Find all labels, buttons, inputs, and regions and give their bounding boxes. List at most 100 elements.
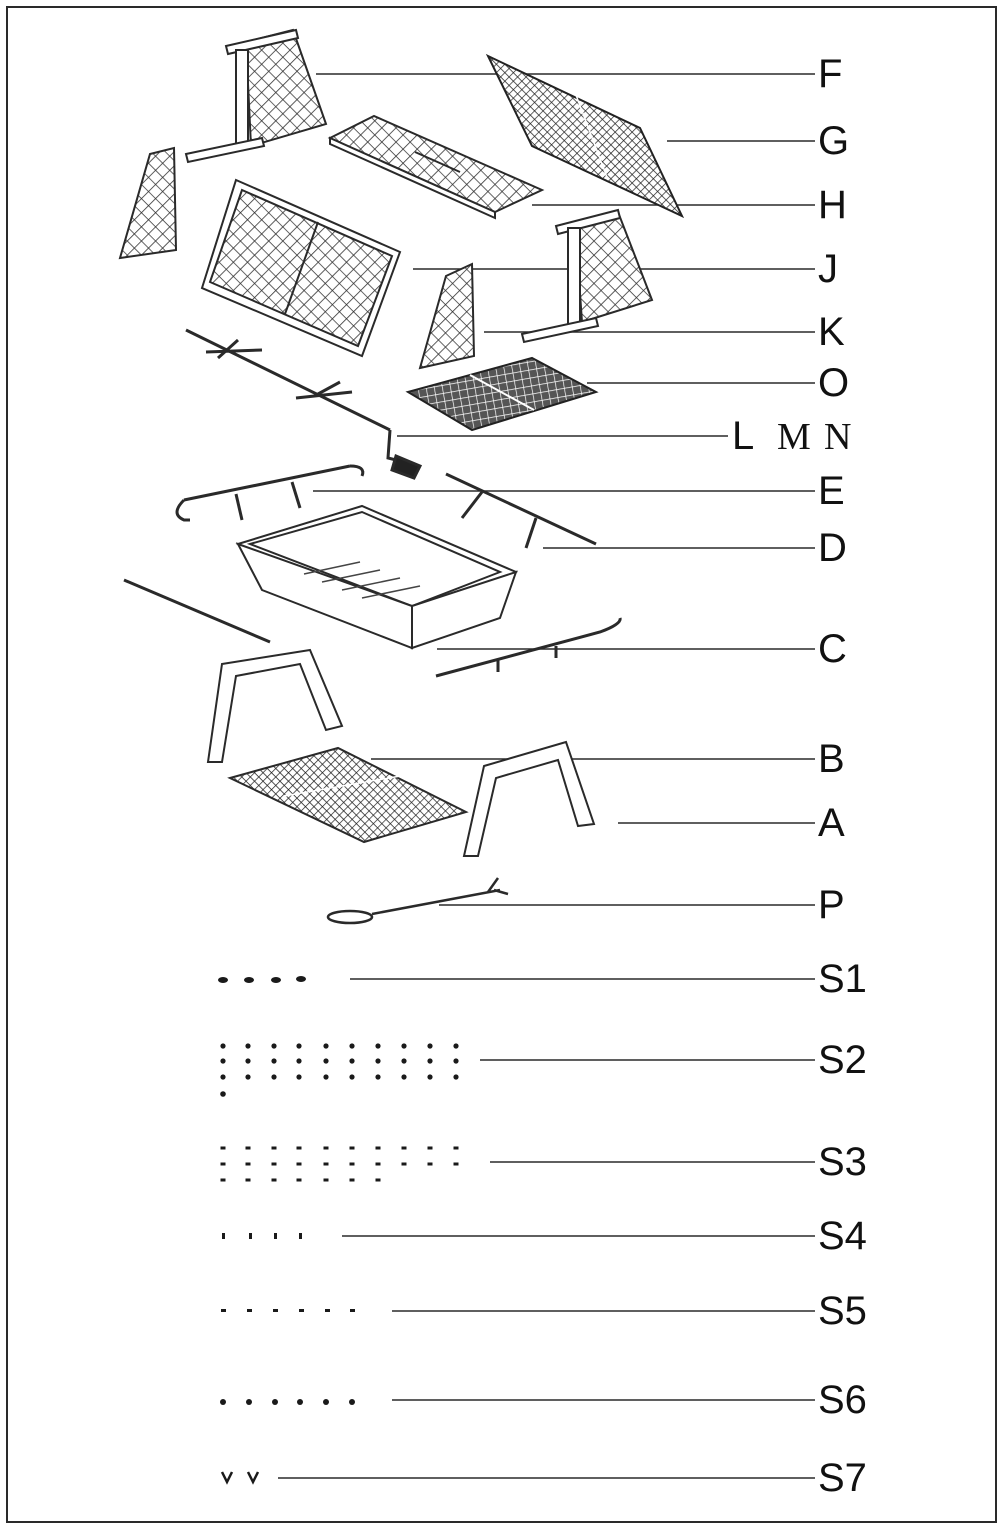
part-f-end-panel: [184, 28, 328, 164]
hardware-dot: [271, 1074, 277, 1080]
part-h-top-grill: [327, 114, 545, 220]
hardware-dot: [323, 1074, 329, 1080]
label-s4: S4: [818, 1214, 867, 1258]
hardware-dot: [245, 1162, 251, 1166]
hardware-dot: [401, 1162, 407, 1166]
hardware-dot: [453, 1058, 459, 1064]
hardware-dot: [220, 1058, 226, 1064]
hardware-dot: [427, 1162, 433, 1166]
label-p: P: [818, 883, 845, 927]
hardware-dot: [323, 1146, 329, 1150]
hardware-dot: [453, 1162, 459, 1166]
hardware-dot: [271, 1146, 277, 1150]
label-s1: S1: [818, 957, 867, 1001]
part-g-lid-panel: [485, 53, 685, 219]
hardware-dot: [296, 1178, 302, 1182]
part-c-lower-rails: [123, 578, 622, 678]
hardware-dot: [323, 1058, 329, 1064]
hardware-dot: [296, 1058, 302, 1064]
part-p-poker: [326, 877, 509, 925]
label-n: N: [824, 416, 852, 458]
label-s2: S2: [818, 1038, 867, 1082]
label-m: M: [777, 416, 811, 458]
hardware-dot: [427, 1074, 433, 1080]
hardware-dot: [375, 1058, 381, 1064]
label-o: O: [818, 361, 850, 405]
part-b-bottom-shelf: [227, 746, 469, 844]
label-e: E: [818, 469, 845, 513]
leader-lines: [278, 73, 815, 1479]
hardware-dot: [323, 1162, 329, 1166]
hardware-s3: [220, 1146, 459, 1182]
part-side-triangle-left: [118, 146, 178, 260]
hardware-dot: [296, 1043, 302, 1049]
hardware-dot: [349, 1162, 355, 1166]
hardware-s2: [220, 1043, 459, 1097]
part-e-top-rail: [175, 464, 365, 522]
hardware-dot: [296, 1162, 302, 1166]
hardware-dot: [349, 1146, 355, 1150]
part-o-charcoal-grate: [405, 356, 599, 432]
hardware-dot: [296, 1146, 302, 1150]
hardware-dot: [453, 1074, 459, 1080]
hardware-dot: [349, 1058, 355, 1064]
part-d-top-rail: [445, 472, 597, 549]
part-a-legs: [206, 648, 596, 857]
label-j: J: [818, 247, 838, 291]
hardware-dot: [375, 1074, 381, 1080]
label-g: G: [818, 119, 850, 163]
hardware-dot: [453, 1043, 459, 1049]
label-s3: S3: [818, 1140, 867, 1184]
hardware-dot: [220, 1074, 226, 1080]
hardware-s5: [221, 1309, 355, 1312]
label-l: L: [732, 414, 755, 458]
label-h: H: [818, 183, 847, 227]
hardware-dot: [375, 1178, 381, 1182]
label-s6: S6: [818, 1378, 867, 1422]
hardware-s1: [218, 976, 306, 983]
hardware-dot: [296, 1074, 302, 1080]
hardware-dot: [375, 1162, 381, 1166]
label-c: C: [818, 627, 847, 671]
hardware-dot: [220, 1162, 226, 1166]
hardware-dot: [220, 1091, 226, 1097]
hardware-dot: [323, 1043, 329, 1049]
label-d: D: [818, 526, 847, 570]
hardware-s4: [222, 1233, 302, 1239]
label-s7: S7: [818, 1456, 867, 1500]
hardware-dot: [375, 1043, 381, 1049]
label-k: K: [818, 310, 845, 354]
hardware-dot: [245, 1178, 251, 1182]
hardware-dot: [375, 1146, 381, 1150]
part-l-m-n-spit-rod: [185, 328, 423, 480]
label-a: A: [818, 801, 845, 845]
hardware-dot: [271, 1043, 277, 1049]
hardware-dot: [245, 1146, 251, 1150]
hardware-s7: [220, 1471, 260, 1485]
hardware-dot: [220, 1178, 226, 1182]
hardware-dot: [245, 1058, 251, 1064]
part-fire-bowl: [235, 504, 519, 650]
hardware-dot: [427, 1146, 433, 1150]
hardware-dot: [401, 1146, 407, 1150]
hardware-s6: [220, 1399, 355, 1405]
hardware-dot: [220, 1146, 226, 1150]
hardware-dot: [427, 1043, 433, 1049]
part-k-end-panel: [418, 208, 654, 370]
hardware-dot: [401, 1074, 407, 1080]
hardware-dot: [323, 1178, 329, 1182]
label-b: B: [818, 737, 845, 781]
hardware-dot: [271, 1162, 277, 1166]
hardware-dot: [401, 1058, 407, 1064]
part-j-front-panel: [200, 178, 402, 358]
hardware-dot: [271, 1178, 277, 1182]
hardware-dot: [349, 1043, 355, 1049]
hardware-dot: [271, 1058, 277, 1064]
hardware-dot: [401, 1043, 407, 1049]
hardware-dot: [220, 1043, 226, 1049]
label-s5: S5: [818, 1289, 867, 1333]
hardware-dot: [427, 1058, 433, 1064]
hardware-dot: [245, 1074, 251, 1080]
hardware-dot: [349, 1178, 355, 1182]
